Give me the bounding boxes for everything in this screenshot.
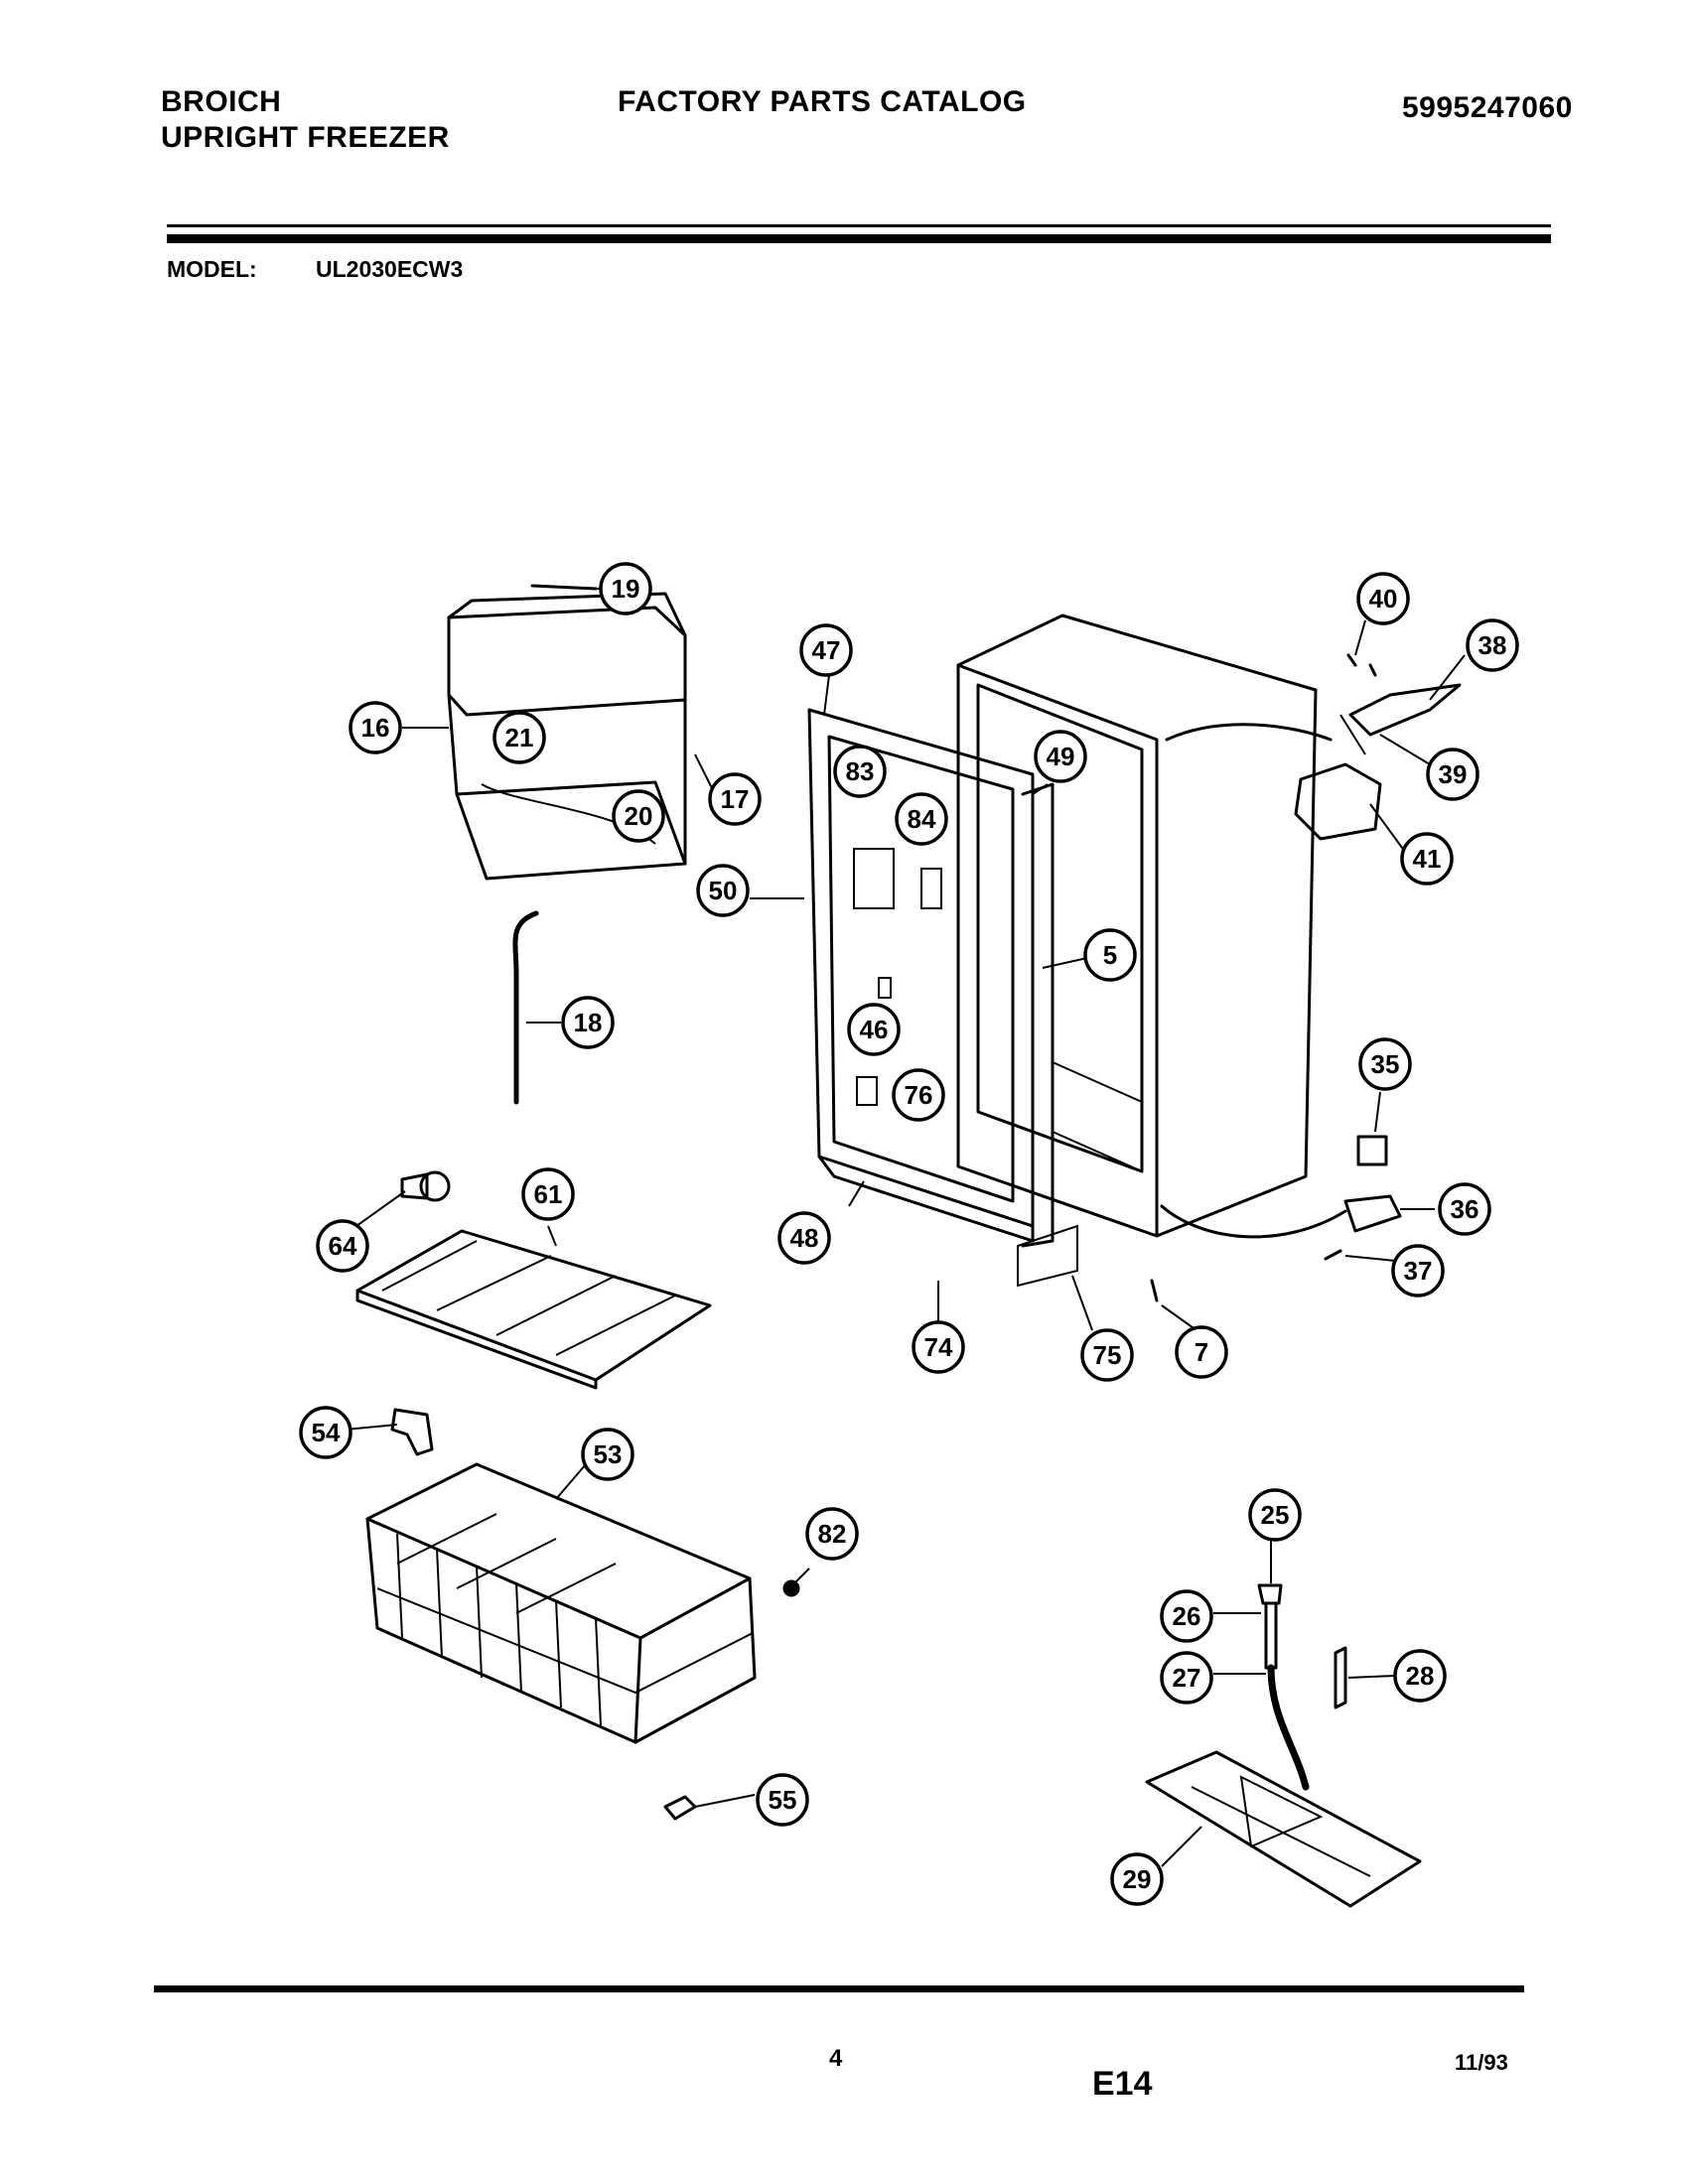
svg-text:35: 35 (1371, 1049, 1400, 1079)
plug-82-part (782, 1579, 800, 1597)
svg-text:54: 54 (312, 1418, 341, 1447)
shelf-clip-part (400, 1170, 451, 1202)
callout-64: 64 (316, 1219, 369, 1273)
control-assembly-part (1294, 653, 1462, 841)
callout-41: 41 (1400, 832, 1454, 886)
catalog-number: 5995247060 (1402, 91, 1573, 124)
callout-47: 47 (799, 623, 853, 677)
callout-61: 61 (521, 1167, 575, 1221)
callout-18: 18 (561, 996, 615, 1049)
svg-text:27: 27 (1173, 1663, 1201, 1693)
svg-text:84: 84 (908, 804, 936, 834)
callout-29: 29 (1110, 1852, 1164, 1906)
svg-text:46: 46 (860, 1015, 889, 1044)
callout-17: 17 (708, 772, 762, 826)
callout-84: 84 (895, 792, 948, 846)
svg-text:5: 5 (1103, 940, 1117, 970)
callout-16: 16 (349, 701, 402, 754)
callout-53: 53 (581, 1428, 634, 1481)
svg-text:83: 83 (846, 756, 875, 786)
callout-40: 40 (1356, 572, 1410, 625)
callout-39: 39 (1426, 748, 1479, 801)
footer-rule (154, 1985, 1524, 1992)
svg-text:16: 16 (361, 713, 390, 743)
callout-35: 35 (1358, 1037, 1412, 1091)
svg-text:47: 47 (812, 635, 841, 665)
page-number: 4 (829, 2045, 843, 2072)
callout-83: 83 (833, 745, 887, 798)
svg-text:75: 75 (1093, 1340, 1122, 1370)
callout-38: 38 (1466, 618, 1519, 672)
callout-82: 82 (805, 1507, 859, 1561)
callout-27: 27 (1160, 1651, 1213, 1705)
svg-text:76: 76 (905, 1080, 933, 1110)
callout-19: 19 (599, 562, 652, 615)
svg-text:48: 48 (790, 1223, 819, 1253)
callout-55: 55 (756, 1773, 809, 1827)
callout-54: 54 (299, 1406, 352, 1459)
screw-19-part (530, 584, 598, 591)
svg-text:36: 36 (1451, 1194, 1479, 1224)
callout-37: 37 (1391, 1244, 1445, 1297)
callout-46: 46 (847, 1003, 901, 1056)
drain-pan-assembly-part (1145, 1583, 1422, 1908)
svg-text:49: 49 (1047, 742, 1075, 771)
callout-74: 74 (912, 1320, 965, 1374)
catalog-title: FACTORY PARTS CATALOG (618, 85, 1027, 118)
header-rule-thick (167, 234, 1551, 243)
rod-18-part (512, 910, 539, 1105)
svg-text:38: 38 (1478, 630, 1507, 660)
callout-50: 50 (696, 864, 750, 917)
callout-7: 7 (1175, 1325, 1228, 1379)
svg-text:74: 74 (924, 1332, 953, 1362)
callout-26: 26 (1160, 1589, 1213, 1643)
revision-date: 11/93 (1455, 2050, 1508, 2075)
section-code: E14 (1092, 2065, 1153, 2103)
svg-text:39: 39 (1439, 759, 1468, 789)
basket-clip-part (390, 1408, 434, 1456)
door-liner-part (807, 708, 1078, 1288)
svg-text:55: 55 (769, 1785, 797, 1815)
svg-text:20: 20 (625, 801, 653, 831)
clip-55-part (663, 1795, 697, 1821)
svg-text:18: 18 (574, 1008, 603, 1037)
brand-line-1: BROICH (161, 85, 282, 118)
svg-text:40: 40 (1369, 584, 1398, 614)
callout-21: 21 (492, 711, 546, 764)
basket-part (365, 1462, 757, 1744)
model-value: UL2030ECW3 (316, 256, 464, 282)
svg-text:21: 21 (505, 723, 534, 752)
callout-75: 75 (1080, 1328, 1134, 1382)
svg-text:25: 25 (1261, 1500, 1290, 1530)
shelf-part (355, 1229, 712, 1390)
callout-76: 76 (892, 1068, 945, 1122)
svg-text:53: 53 (594, 1439, 623, 1469)
callout-28: 28 (1393, 1649, 1447, 1703)
svg-text:61: 61 (534, 1179, 563, 1209)
svg-text:50: 50 (709, 876, 738, 905)
svg-text:7: 7 (1195, 1337, 1208, 1367)
callout-20: 20 (612, 789, 665, 843)
callout-48: 48 (777, 1211, 831, 1265)
svg-text:29: 29 (1123, 1864, 1152, 1894)
callout-5: 5 (1083, 928, 1137, 982)
drain-assembly-part (1150, 1135, 1402, 1302)
svg-text:64: 64 (329, 1231, 357, 1261)
svg-text:37: 37 (1404, 1256, 1433, 1286)
leader-lines (342, 588, 1466, 1867)
header-rule-thin (167, 224, 1551, 227)
svg-text:28: 28 (1406, 1661, 1435, 1691)
callout-25: 25 (1248, 1488, 1302, 1542)
cabinet-part (956, 614, 1333, 1238)
svg-text:19: 19 (612, 574, 640, 604)
callout-36: 36 (1438, 1182, 1491, 1236)
callout-49: 49 (1034, 730, 1087, 783)
svg-text:41: 41 (1413, 844, 1442, 874)
brand-line-2: UPRIGHT FREEZER (161, 121, 450, 154)
svg-text:82: 82 (818, 1519, 847, 1549)
svg-text:26: 26 (1173, 1601, 1201, 1631)
model-label: MODEL: (167, 256, 257, 282)
svg-text:17: 17 (721, 784, 750, 814)
